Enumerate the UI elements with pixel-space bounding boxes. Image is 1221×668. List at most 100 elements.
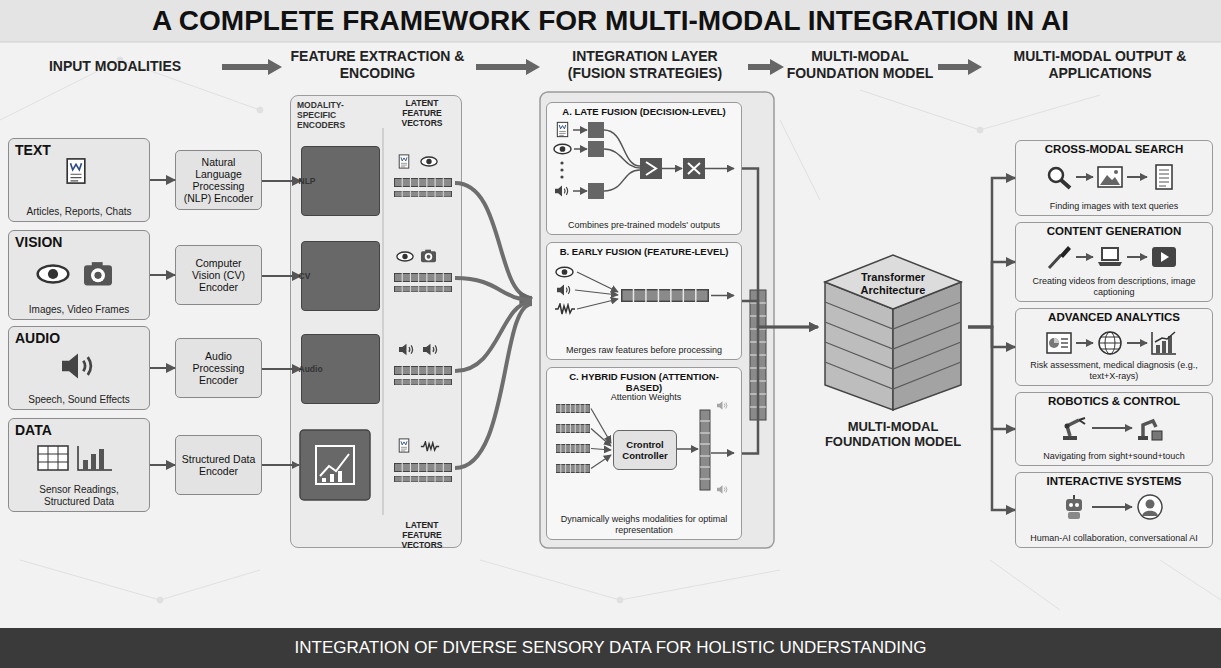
late-fusion-figure: [640, 158, 662, 179]
body-text: Finding images with text queries: [1022, 201, 1206, 212]
early-fusion-figure: [577, 299, 618, 309]
flow-arrow: [150, 367, 175, 369]
heading-text: VISION: [15, 234, 143, 250]
feature-pipes: [455, 278, 532, 300]
early-fusion-figure: [555, 267, 734, 314]
feature-pipes: [455, 302, 532, 371]
flow-arrow: [968, 327, 1015, 510]
section-label: LATENT FEATURE VECTORS: [386, 520, 458, 551]
late-fusion-figure: [554, 144, 571, 154]
application-box: CROSS-MODAL SEARCHFinding images with te…: [1015, 140, 1213, 216]
heading-text: ADVANCED ANALYTICS: [1022, 311, 1206, 323]
input-icons: [78, 446, 112, 470]
application-box: INTERACTIVE SYSTEMSHuman-AI collaboratio…: [1015, 472, 1213, 548]
latent-vectors: [394, 476, 451, 482]
body-text: Navigating from sight+sound+touch: [1022, 451, 1206, 462]
application-icons: [1076, 342, 1093, 344]
application-icons: [1049, 168, 1070, 188]
heading-text: Transformer Architecture: [818, 271, 968, 296]
late-fusion-figure: [705, 168, 734, 170]
heading-text: A. LATE FUSION (DECISION-LEVEL): [552, 106, 736, 117]
hybrid-fusion-figure: [556, 444, 589, 453]
body-text: MULTI-MODAL FOUNDATION MODEL: [818, 419, 968, 450]
heading-text: C. HYBRID FUSION (ATTENTION-BASED): [552, 371, 736, 394]
flow-arrow: [968, 178, 1015, 327]
input-icons: [83, 460, 88, 470]
early-fusion-figure: [577, 272, 618, 292]
flow-arrow: [742, 169, 818, 328]
late-fusion-figure: [646, 162, 656, 175]
latent-vectors: [399, 439, 409, 452]
flow-arrow: [742, 301, 818, 327]
input-icons: [91, 454, 96, 470]
heading-text: Structured Data Encoder: [180, 453, 257, 477]
latent-vectors: [394, 379, 451, 385]
body-text: Articles, Reports, Chats: [15, 206, 143, 218]
foundation-model: Transformer ArchitectureMULTI-MODAL FOUN…: [818, 245, 968, 450]
late-fusion-figure: [560, 161, 563, 164]
feature-pipes: [455, 304, 532, 468]
hybrid-fusion-figure: [677, 448, 698, 450]
hybrid-fusion-figure: [591, 455, 611, 469]
title-band: [0, 0, 1221, 42]
latent-vectors: [394, 273, 451, 282]
late-fusion-figure: [555, 186, 568, 197]
latent-vectors: [421, 442, 439, 451]
flow-arrow: [742, 327, 818, 454]
hybrid-fusion-figure: [556, 464, 589, 473]
latent-vectors: [394, 463, 451, 472]
input-box: DATASensor Readings, Structured Data: [8, 418, 150, 512]
heading-text: Computer Vision (CV) Encoder: [180, 257, 257, 293]
late-fusion-figure: [573, 129, 587, 131]
encoder-block: Audio: [301, 334, 380, 404]
encoder-box: Structured Data Encoder: [175, 435, 262, 495]
input-icons: [84, 262, 112, 285]
input-box: TEXT Articles, Reports, Chats: [8, 138, 150, 222]
heading-text: INTERACTIVE SYSTEMS: [1022, 475, 1206, 487]
hybrid-fusion-figure: [591, 409, 611, 444]
encoder-block: CV: [301, 241, 380, 311]
input-box: AUDIOSpeech, Sound Effects: [8, 326, 150, 410]
controller-box: Crontrol Controller: [613, 430, 677, 470]
column-header: MULTI-MODAL OUTPUT & APPLICATIONS: [985, 48, 1215, 82]
input-box: VISIONImages, Video Frames: [8, 230, 150, 320]
transformer-cube: [825, 255, 961, 410]
heading-text: TEXT: [15, 142, 143, 158]
application-icons: [1152, 247, 1176, 267]
encoder-extras: [338, 471, 342, 482]
application-icons: [1138, 495, 1162, 519]
fused-vector: [750, 290, 766, 420]
encoder-extras: [300, 430, 370, 500]
late-fusion-figure: [588, 122, 604, 138]
heading-text: B. EARLY FUSION (FEATURE-LEVEL): [552, 246, 736, 257]
latent-vectors: [394, 286, 451, 292]
heading-text: AUDIO: [15, 330, 143, 346]
flow-arrow: [968, 327, 1015, 429]
application-icons: [1092, 427, 1132, 429]
heading-text: Audio Processing Encoder: [180, 350, 257, 386]
fusion-panel: B. EARLY FUSION (FEATURE-LEVEL)Merges ra…: [546, 242, 742, 360]
flow-arrow: [150, 274, 175, 276]
latent-vectors: [399, 344, 413, 356]
application-icons: [1076, 177, 1147, 507]
flow-arrow: [968, 327, 1015, 347]
application-icons: [1076, 256, 1093, 258]
application-icons: [1049, 246, 1071, 268]
late-fusion-figure: [604, 149, 640, 168]
hybrid-fusion-figure: [700, 410, 710, 490]
feature-pipes: [455, 183, 532, 298]
application-icons: [1047, 165, 1176, 519]
feature-pipes: [455, 183, 532, 468]
heading-text: MODALITY-SPECIFIC ENCODERS: [297, 100, 381, 131]
hybrid-fusion-figure: [556, 404, 589, 413]
header-arrows: [476, 59, 540, 75]
hybrid-fusion-figure: [591, 449, 611, 451]
encoder-panel: MODALITY-SPECIFIC ENCODERSNLPCVAudio: [290, 95, 462, 548]
body-text: Sensor Readings, Structured Data: [15, 484, 143, 507]
input-icons: [62, 354, 91, 379]
encoder-extras: [262, 128, 383, 515]
application-box: ADVANCED ANALYTICSRisk assessment, medic…: [1015, 308, 1213, 386]
flow-arrow: [262, 275, 301, 277]
application-icons: [1138, 421, 1162, 440]
